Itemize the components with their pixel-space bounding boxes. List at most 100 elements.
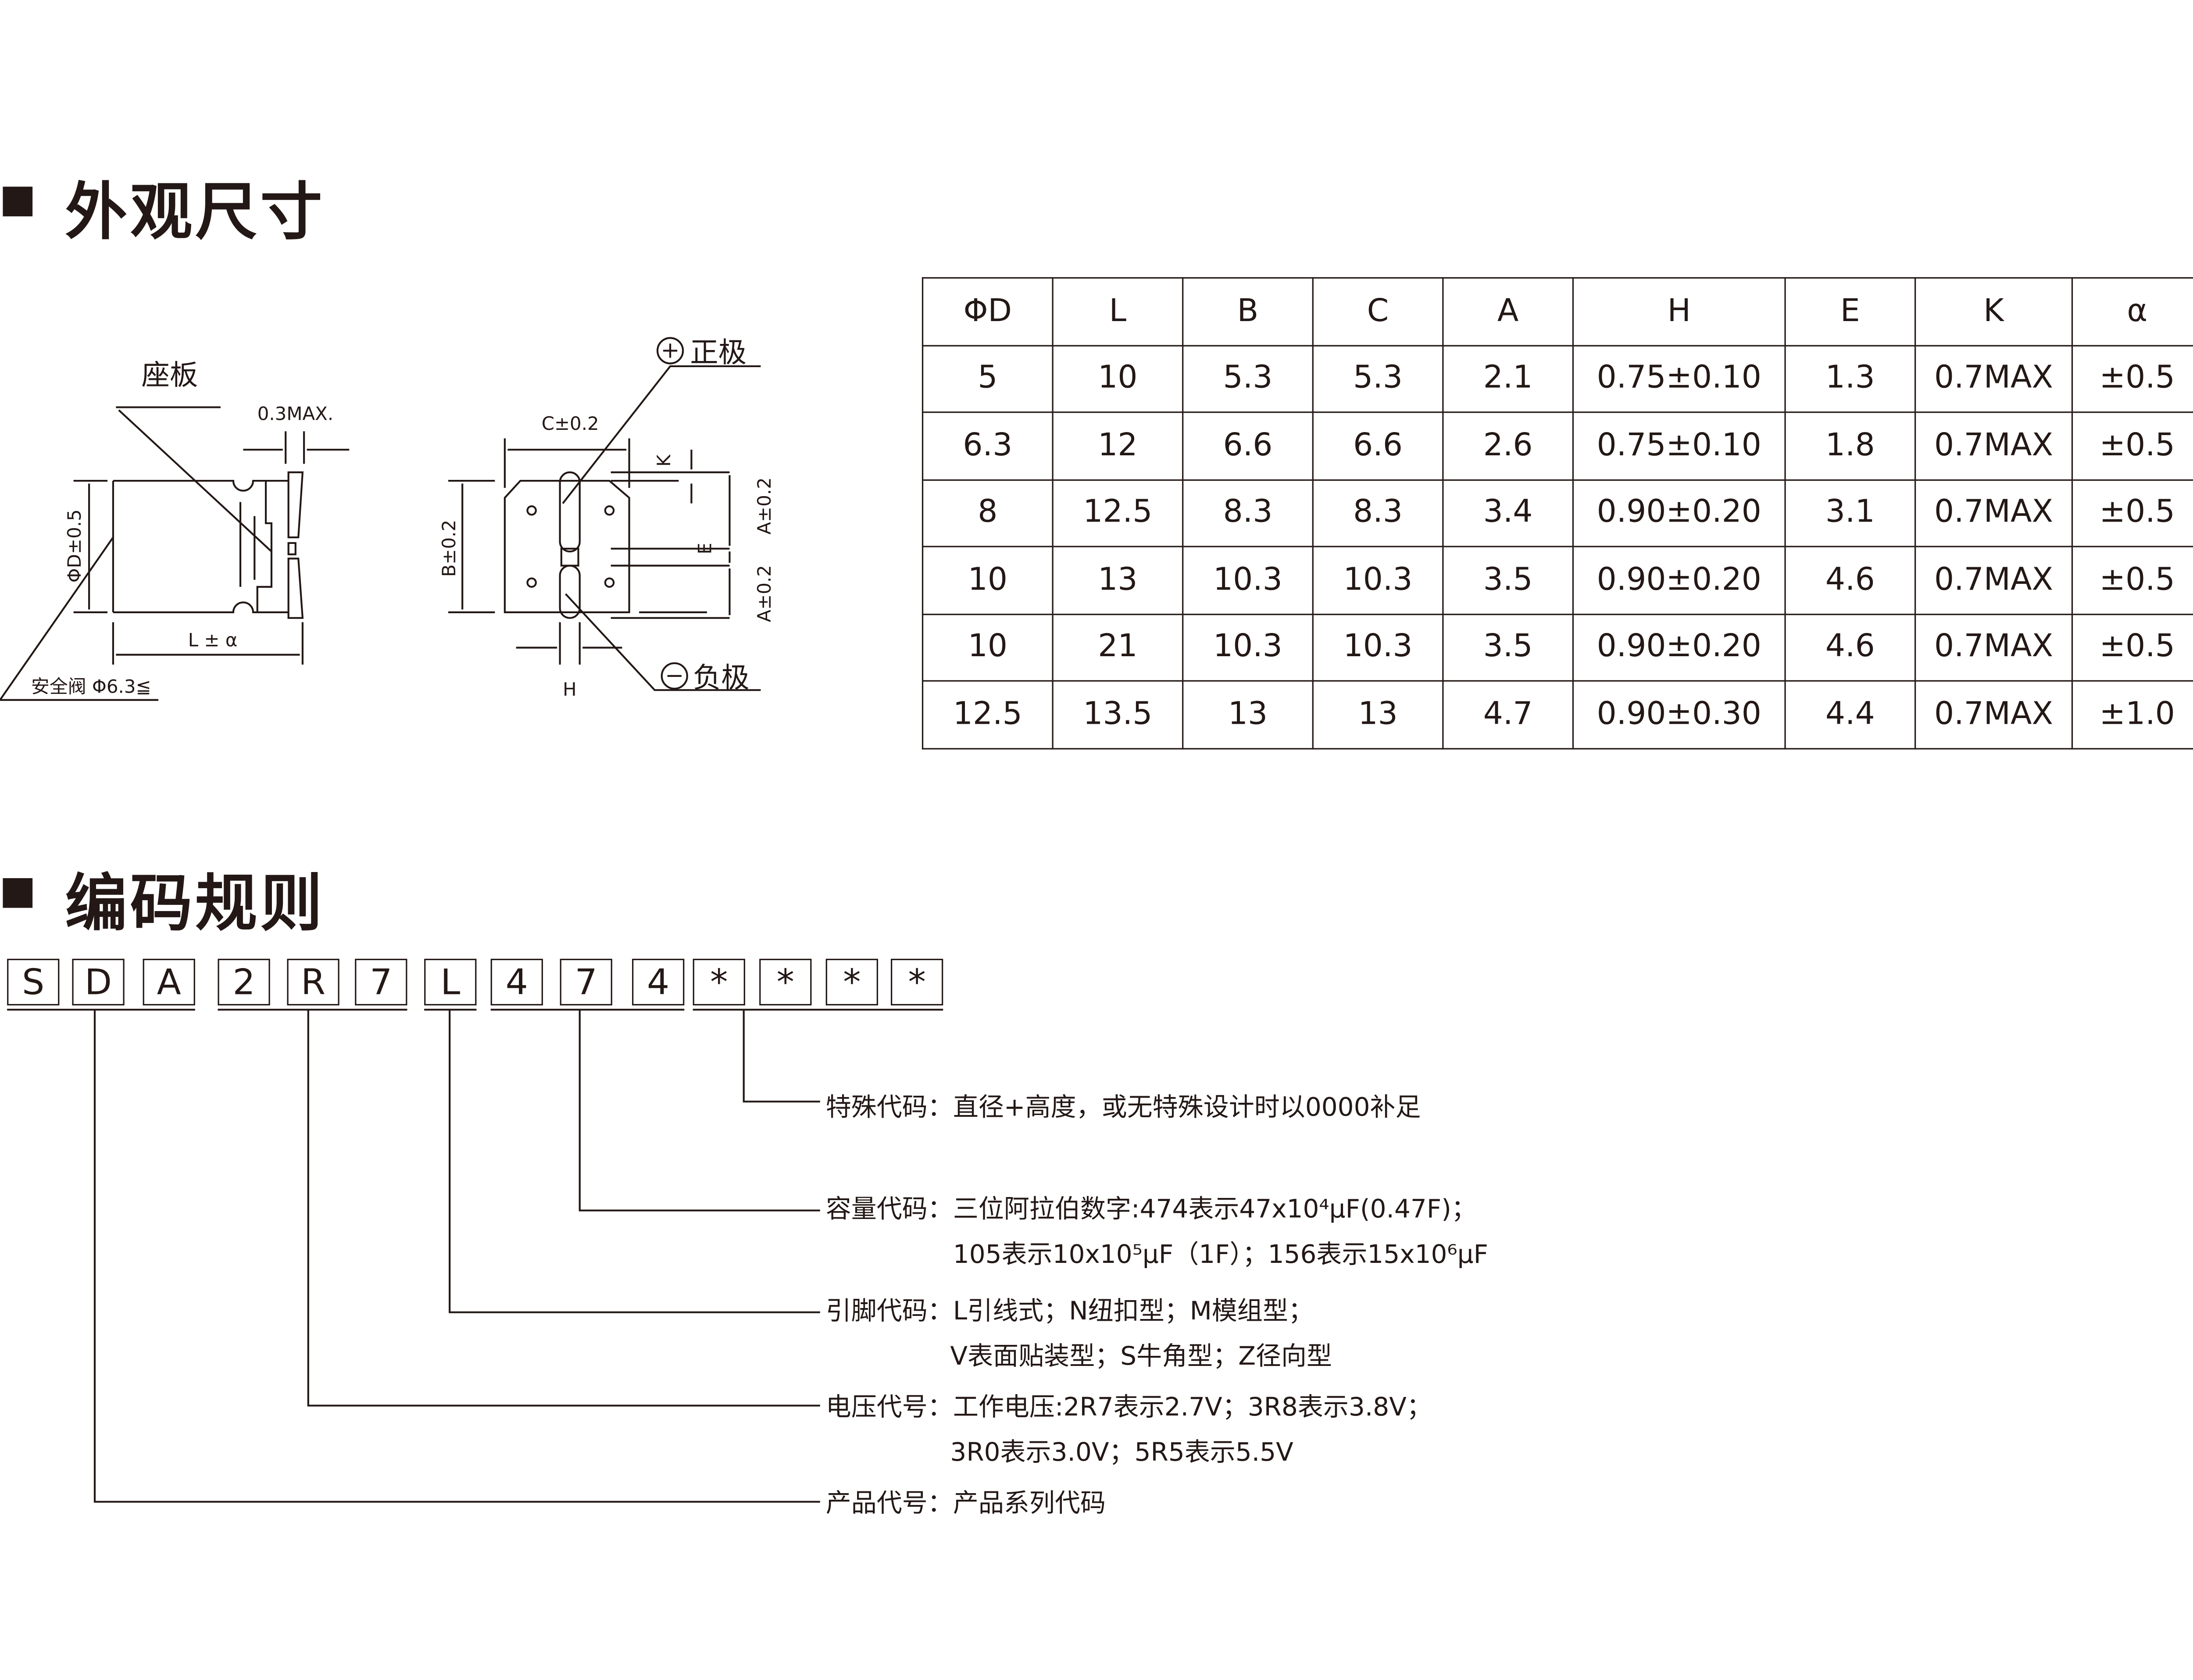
table-cell: 4.7 — [1442, 680, 1574, 749]
table-cell: 10 — [921, 613, 1054, 682]
code-char-box: * — [759, 958, 812, 1006]
table-cell: 0.90±0.30 — [1572, 680, 1786, 749]
code-char-box: 4 — [632, 958, 685, 1006]
table-cell: 13 — [1052, 546, 1184, 615]
table-cell: ±0.5 — [2071, 479, 2193, 547]
table-cell: 13.5 — [1052, 680, 1184, 749]
table-cell: 8 — [921, 479, 1054, 547]
legend-voltage-code: 电压代号：工作电压:2R7表示2.7V；3R8表示3.8V； — [825, 1393, 1432, 1423]
table-cell: 3.1 — [1784, 479, 1916, 547]
section-title-dimensions: 外观尺寸 — [65, 176, 325, 249]
table-cell: 10 — [1052, 344, 1184, 413]
h-dim-label: H — [563, 679, 577, 700]
e-dim-label: E — [694, 543, 716, 554]
a-dim-bottom-label: A±0.2 — [754, 565, 775, 622]
table-cell: ±0.5 — [2071, 344, 2193, 413]
header-cell: L — [1052, 277, 1184, 346]
legend-capacitance-code: 容量代码：三位阿拉伯数字:474表示47x10⁴μF(0.47F)； — [825, 1195, 1477, 1225]
table-cell: 10.3 — [1312, 613, 1444, 682]
header-cell: ΦD — [921, 277, 1054, 346]
code-char-box: * — [825, 958, 878, 1006]
k-dim-label: K — [653, 454, 675, 467]
header-cell: A — [1442, 277, 1574, 346]
table-cell: 0.7MAX — [1914, 680, 2073, 749]
code-char-box: L — [424, 958, 477, 1006]
table-cell: 8.3 — [1312, 479, 1444, 547]
table-cell: ±0.5 — [2071, 613, 2193, 682]
code-char-box: 7 — [355, 958, 407, 1006]
side-view: 座板 0.3MAX. ΦD±0.5 L ± α 安全阀 Φ6.3≦ — [0, 359, 350, 701]
table-cell: 5.3 — [1312, 344, 1444, 413]
table-cell: 13 — [1182, 680, 1314, 749]
table-cell: 0.90±0.20 — [1572, 613, 1786, 682]
legend-product-code: 产品代号：产品系列代码 — [825, 1489, 1106, 1519]
legend-lead-code-cont: V表面贴装型；S牛角型；Z径向型 — [950, 1342, 1332, 1372]
table-cell: 12.5 — [921, 680, 1054, 749]
code-char-box: 7 — [560, 958, 612, 1006]
code-char-box: 2 — [218, 958, 270, 1006]
bottom-view: 正极 负极 C±0.2 B±0.2 K E A±0.2 A±0.2 H — [438, 336, 775, 700]
positive-label: 正极 — [690, 336, 746, 369]
table-cell: 6.3 — [921, 411, 1054, 480]
code-char-box: * — [693, 958, 745, 1006]
safety-valve-label: 安全阀 Φ6.3≦ — [31, 676, 151, 697]
code-char-box: 4 — [490, 958, 543, 1006]
table-cell: 6.6 — [1182, 411, 1314, 480]
table-cell: 5 — [921, 344, 1054, 413]
table-cell: 8.3 — [1182, 479, 1314, 547]
seat-plate-label: 座板 — [141, 359, 198, 392]
code-char-box: R — [287, 958, 339, 1006]
table-cell: 4.6 — [1784, 546, 1916, 615]
diameter-label: ΦD±0.5 — [64, 509, 85, 583]
code-leader-lines — [7, 1008, 943, 1503]
table-cell: 1.3 — [1784, 344, 1916, 413]
table-cell: 13 — [1312, 680, 1444, 749]
section-title-coding: 编码规则 — [65, 868, 325, 940]
legend-lead-code: 引脚代码：L引线式；N纽扣型；M模组型； — [825, 1297, 1314, 1326]
code-char-box: A — [143, 958, 195, 1006]
table-cell: ±0.5 — [2071, 411, 2193, 480]
table-cell: 0.90±0.20 — [1572, 479, 1786, 547]
max-gap-label: 0.3MAX. — [257, 403, 333, 424]
table-cell: 21 — [1052, 613, 1184, 682]
table-cell: 1.8 — [1784, 411, 1916, 480]
table-cell: 0.7MAX — [1914, 546, 2073, 615]
header-cell: α — [2071, 277, 2193, 346]
table-cell: 4.6 — [1784, 613, 1916, 682]
table-cell: 10.3 — [1182, 546, 1314, 615]
table-cell: 0.90±0.20 — [1572, 546, 1786, 615]
table-header-row: ΦD L B C A H E K α — [921, 277, 2193, 346]
header-cell: E — [1784, 277, 1916, 346]
section-bullet — [3, 878, 33, 908]
table-cell: 10.3 — [1312, 546, 1444, 615]
table-cell: 0.75±0.10 — [1572, 411, 1786, 480]
table-cell: 2.1 — [1442, 344, 1574, 413]
b-dim-label: B±0.2 — [438, 520, 460, 577]
table-cell: 0.7MAX — [1914, 613, 2073, 682]
table-cell: 0.7MAX — [1914, 479, 2073, 547]
code-char-box: S — [7, 958, 60, 1006]
table-cell: 10.3 — [1182, 613, 1314, 682]
table-cell: ±0.5 — [2071, 546, 2193, 615]
table-cell: 12.5 — [1052, 479, 1184, 547]
table-cell: 0.75±0.10 — [1572, 344, 1786, 413]
legend-special-code: 特殊代码：直径+高度，或无特殊设计时以0000补足 — [825, 1093, 1421, 1123]
table-cell: 10 — [921, 546, 1054, 615]
table-cell: 4.4 — [1784, 680, 1916, 749]
table-cell: 12 — [1052, 411, 1184, 480]
table-cell: 3.4 — [1442, 479, 1574, 547]
section-bullet — [3, 186, 33, 217]
code-char-box: * — [890, 958, 943, 1006]
header-cell: K — [1914, 277, 2073, 346]
header-cell: B — [1182, 277, 1314, 346]
a-dim-top-label: A±0.2 — [754, 477, 775, 534]
header-cell: C — [1312, 277, 1444, 346]
table-cell: 6.6 — [1312, 411, 1444, 480]
